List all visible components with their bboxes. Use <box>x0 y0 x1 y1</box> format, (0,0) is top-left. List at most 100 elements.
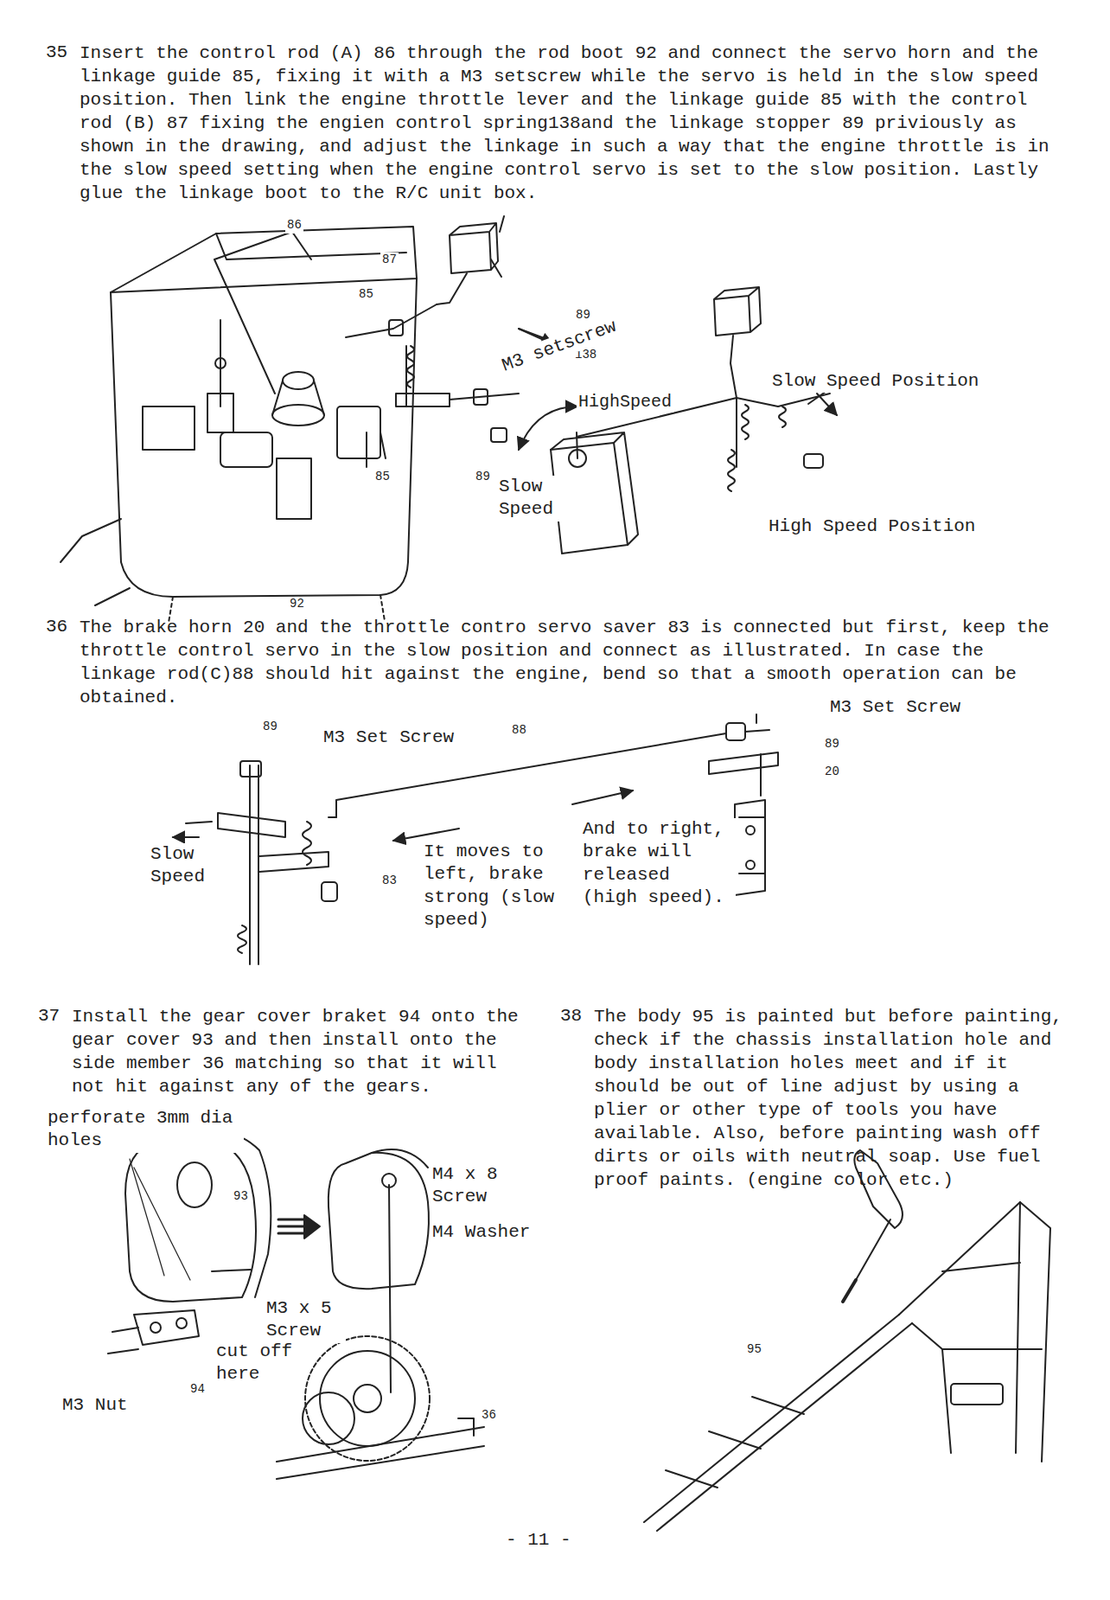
linkage-assembly <box>436 273 467 305</box>
throttle-linkage <box>240 760 262 777</box>
part-label: Slow Speed <box>148 842 213 889</box>
servo-diagram <box>730 335 737 398</box>
body-frame <box>950 1383 1003 1404</box>
servo-diagram <box>736 393 830 407</box>
gear-cover <box>353 1384 382 1412</box>
gear-cover <box>125 1136 256 1302</box>
part-label: M4 x 8 Screw <box>430 1162 512 1209</box>
body-frame <box>855 1218 891 1280</box>
rc-unit-box <box>60 226 417 623</box>
gear-cover <box>129 1158 191 1280</box>
callout-number: 87 <box>380 252 399 268</box>
callout-number: 94 <box>188 1381 207 1398</box>
body-frame <box>644 1314 913 1531</box>
rod-boot <box>272 371 325 426</box>
instruction-text: Install the gear cover braket 94 onto th… <box>71 1004 522 1098</box>
linkage-assembly <box>449 393 519 400</box>
linkage-assembly <box>389 319 403 336</box>
gear-cover <box>177 1161 212 1207</box>
control-rod-a <box>292 231 312 260</box>
step-number: 35 <box>45 41 68 64</box>
linkage-assembly <box>395 393 450 407</box>
gear-cover <box>305 1335 430 1461</box>
part-label: HighSpeed <box>576 390 674 413</box>
gear-cover <box>276 1426 485 1479</box>
instruction-text: The body 95 is painted but before painti… <box>593 1004 1079 1192</box>
part-label: M4 Washer <box>430 1220 532 1244</box>
linkage-assembly <box>407 345 415 388</box>
callout-number: 83 <box>380 873 399 889</box>
callout-number: 89 <box>574 307 593 324</box>
servo-diagram <box>576 432 578 459</box>
part-label: It moves to left, brake strong (slow spe… <box>421 840 564 932</box>
servo-diagram <box>778 406 786 428</box>
rod-boot <box>272 380 325 415</box>
rc-unit-box <box>337 406 381 459</box>
body-frame <box>644 1149 1051 1531</box>
gear-cover <box>108 1132 485 1479</box>
rod-boot <box>282 371 314 390</box>
part-label: M3 x 5 Screw <box>264 1296 346 1343</box>
linkage-assembly <box>473 389 488 405</box>
control-rod-a <box>214 231 293 394</box>
callout-number: 20 <box>822 764 842 780</box>
throttle-linkage <box>746 825 755 835</box>
throttle-linkage <box>172 714 779 964</box>
callout-number: 36 <box>479 1407 498 1423</box>
throttle-linkage <box>708 752 779 774</box>
servo-diagram <box>518 287 837 554</box>
control-rod-a <box>214 231 312 394</box>
body-frame <box>842 1279 856 1302</box>
gear-cover <box>458 1417 474 1436</box>
throttle-linkage <box>185 821 212 823</box>
step-number: 38 <box>560 1004 582 1028</box>
body-frame <box>899 1201 1051 1461</box>
instruction-text: The brake horn 20 and the throttle contr… <box>79 615 1061 709</box>
part-label: Slow Speed <box>497 475 562 522</box>
throttle-linkage <box>328 816 337 818</box>
linkage-assembly <box>366 432 386 467</box>
throttle-linkage <box>237 925 247 953</box>
throttle-linkage <box>745 714 770 732</box>
instruction-text: Insert the control rod (A) 86 through th… <box>79 41 1061 205</box>
servo-diagram <box>741 404 749 440</box>
throttle-linkage <box>321 881 338 901</box>
callout-number: 89 <box>822 736 842 753</box>
throttle-linkage <box>249 765 259 964</box>
callout-number: 86 <box>285 217 304 234</box>
rc-unit-box <box>276 458 312 519</box>
linkage-assembly <box>345 216 567 467</box>
part-label: M3 Set Screw <box>828 695 963 719</box>
gear-cover <box>108 1326 139 1353</box>
part-label: cut off here <box>214 1339 300 1386</box>
throttle-linkage <box>172 835 199 838</box>
throttle-linkage <box>734 799 766 895</box>
callout-number: 93 <box>231 1188 250 1205</box>
body-frame <box>912 1322 951 1453</box>
callout-number: 92 <box>287 596 307 613</box>
servo-diagram <box>803 453 823 468</box>
rc-unit-box <box>110 278 417 597</box>
rc-unit-box <box>216 233 407 260</box>
throttle-linkage <box>746 860 755 869</box>
throttle-linkage <box>302 821 312 865</box>
gear-cover <box>133 1309 199 1345</box>
gear-cover <box>371 1148 428 1168</box>
servo-diagram <box>735 397 738 467</box>
step-number: 36 <box>45 615 68 638</box>
linkage-assembly <box>491 216 504 277</box>
servo-diagram <box>550 432 638 545</box>
part-label: Slow Speed Position <box>770 370 981 393</box>
servo-diagram <box>727 449 735 492</box>
callout-number: 89 <box>473 469 492 485</box>
callout-number: 85 <box>357 287 376 303</box>
gear-cover <box>211 1269 251 1271</box>
callout-number: 89 <box>261 719 280 735</box>
gear-cover <box>328 1152 429 1289</box>
part-label: perforate 3mm dia holes <box>45 1106 244 1153</box>
gear-cover <box>278 1218 305 1233</box>
linkage-assembly <box>449 223 498 274</box>
linkage-assembly <box>491 427 507 442</box>
part-label: And to right, brake will released (high … <box>580 817 736 909</box>
